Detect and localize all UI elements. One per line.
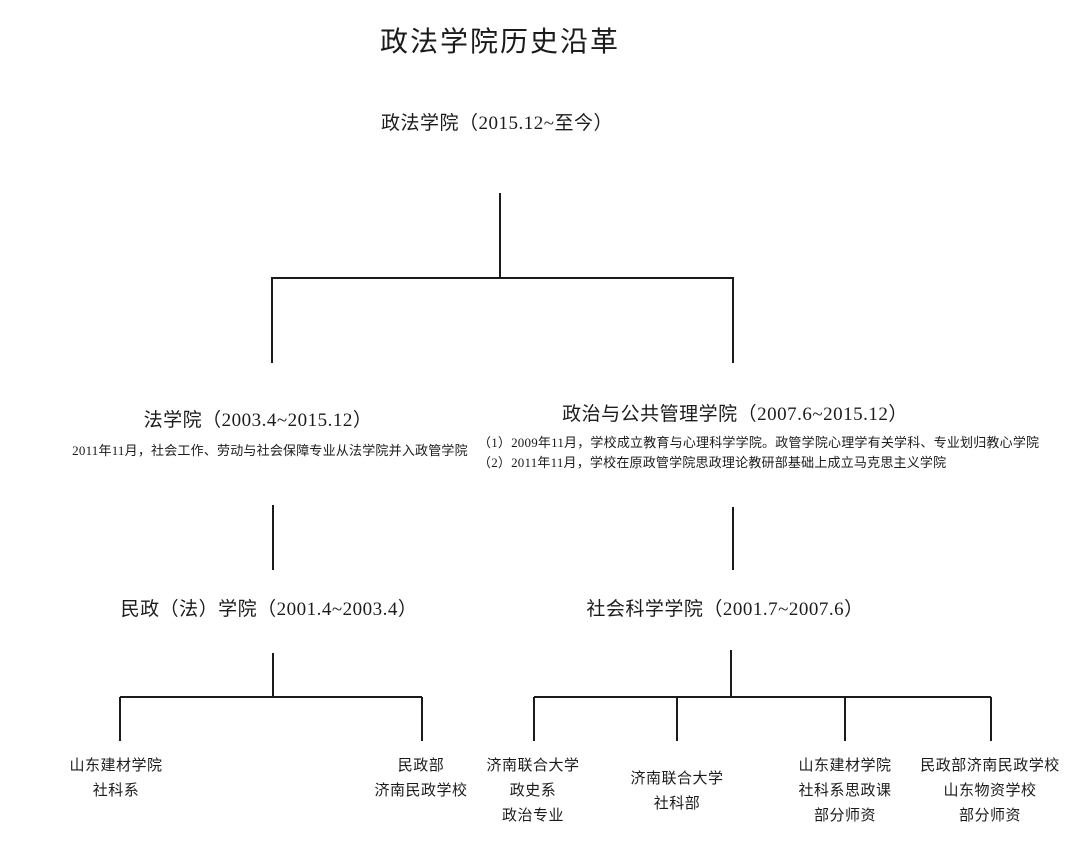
leaf-line: 济南联合大学 [630, 771, 724, 787]
leaf-line: 济南民政学校 [374, 783, 468, 799]
leaf-node: 山东建材学院 社科系 [69, 754, 162, 804]
leaf-line: 政治专业 [501, 808, 565, 824]
leaf-line: 山东物资学校 [943, 783, 1037, 799]
leaf-node: 山东建材学院 社科系思政课 部分师资 [798, 754, 891, 829]
note-line: （2）2011年11月，学校在原政管学院思政理论教研部基础上成立马克思主义学院 [478, 455, 947, 470]
leaf-line: 部分师资 [958, 808, 1022, 824]
node-politics-public-mgmt-notes: （1）2009年11月，学校成立教育与心理科学学院。政管学院心理学有关学科、专业… [478, 433, 1039, 473]
leaf-line: 社科系思政课 [798, 783, 892, 799]
note-line: （1）2009年11月，学校成立教育与心理科学学院。政管学院心理学有关学科、专业… [478, 435, 1040, 450]
node-law-school-note: 2011年11月，社会工作、劳动与社会保障专业从法学院并入政管学院 [72, 443, 468, 458]
leaf-line: 部分师资 [813, 808, 877, 824]
page-title: 政法学院历史沿革 [379, 27, 621, 58]
leaf-node: 济南联合大学 社科部 [630, 767, 723, 817]
leaf-line: 社科系 [92, 783, 140, 799]
node-civil-affairs-law: 民政（法）学院（2001.4~2003.4） [120, 599, 418, 620]
leaf-line: 社科部 [653, 796, 701, 812]
node-social-science: 社会科学学院（2001.7~2007.6） [586, 599, 864, 620]
leaf-line: 民政部 [397, 758, 445, 774]
node-root: 政法学院（2015.12~至今） [380, 113, 614, 134]
leaf-node: 济南联合大学 政史系 政治专业 [486, 754, 579, 829]
leaf-line: 山东建材学院 [798, 758, 892, 774]
node-politics-public-mgmt: 政治与公共管理学院（2007.6~2015.12） [562, 404, 908, 425]
leaf-line: 民政部济南民政学校 [920, 758, 1060, 774]
leaf-node: 民政部 济南民政学校 [374, 754, 467, 804]
leaf-node: 民政部济南民政学校 山东物资学校 部分师资 [920, 754, 1060, 829]
leaf-line: 济南联合大学 [486, 758, 580, 774]
node-law-school: 法学院（2003.4~2015.12） [143, 410, 373, 431]
leaf-line: 政史系 [509, 783, 557, 799]
leaf-line: 山东建材学院 [69, 758, 163, 774]
